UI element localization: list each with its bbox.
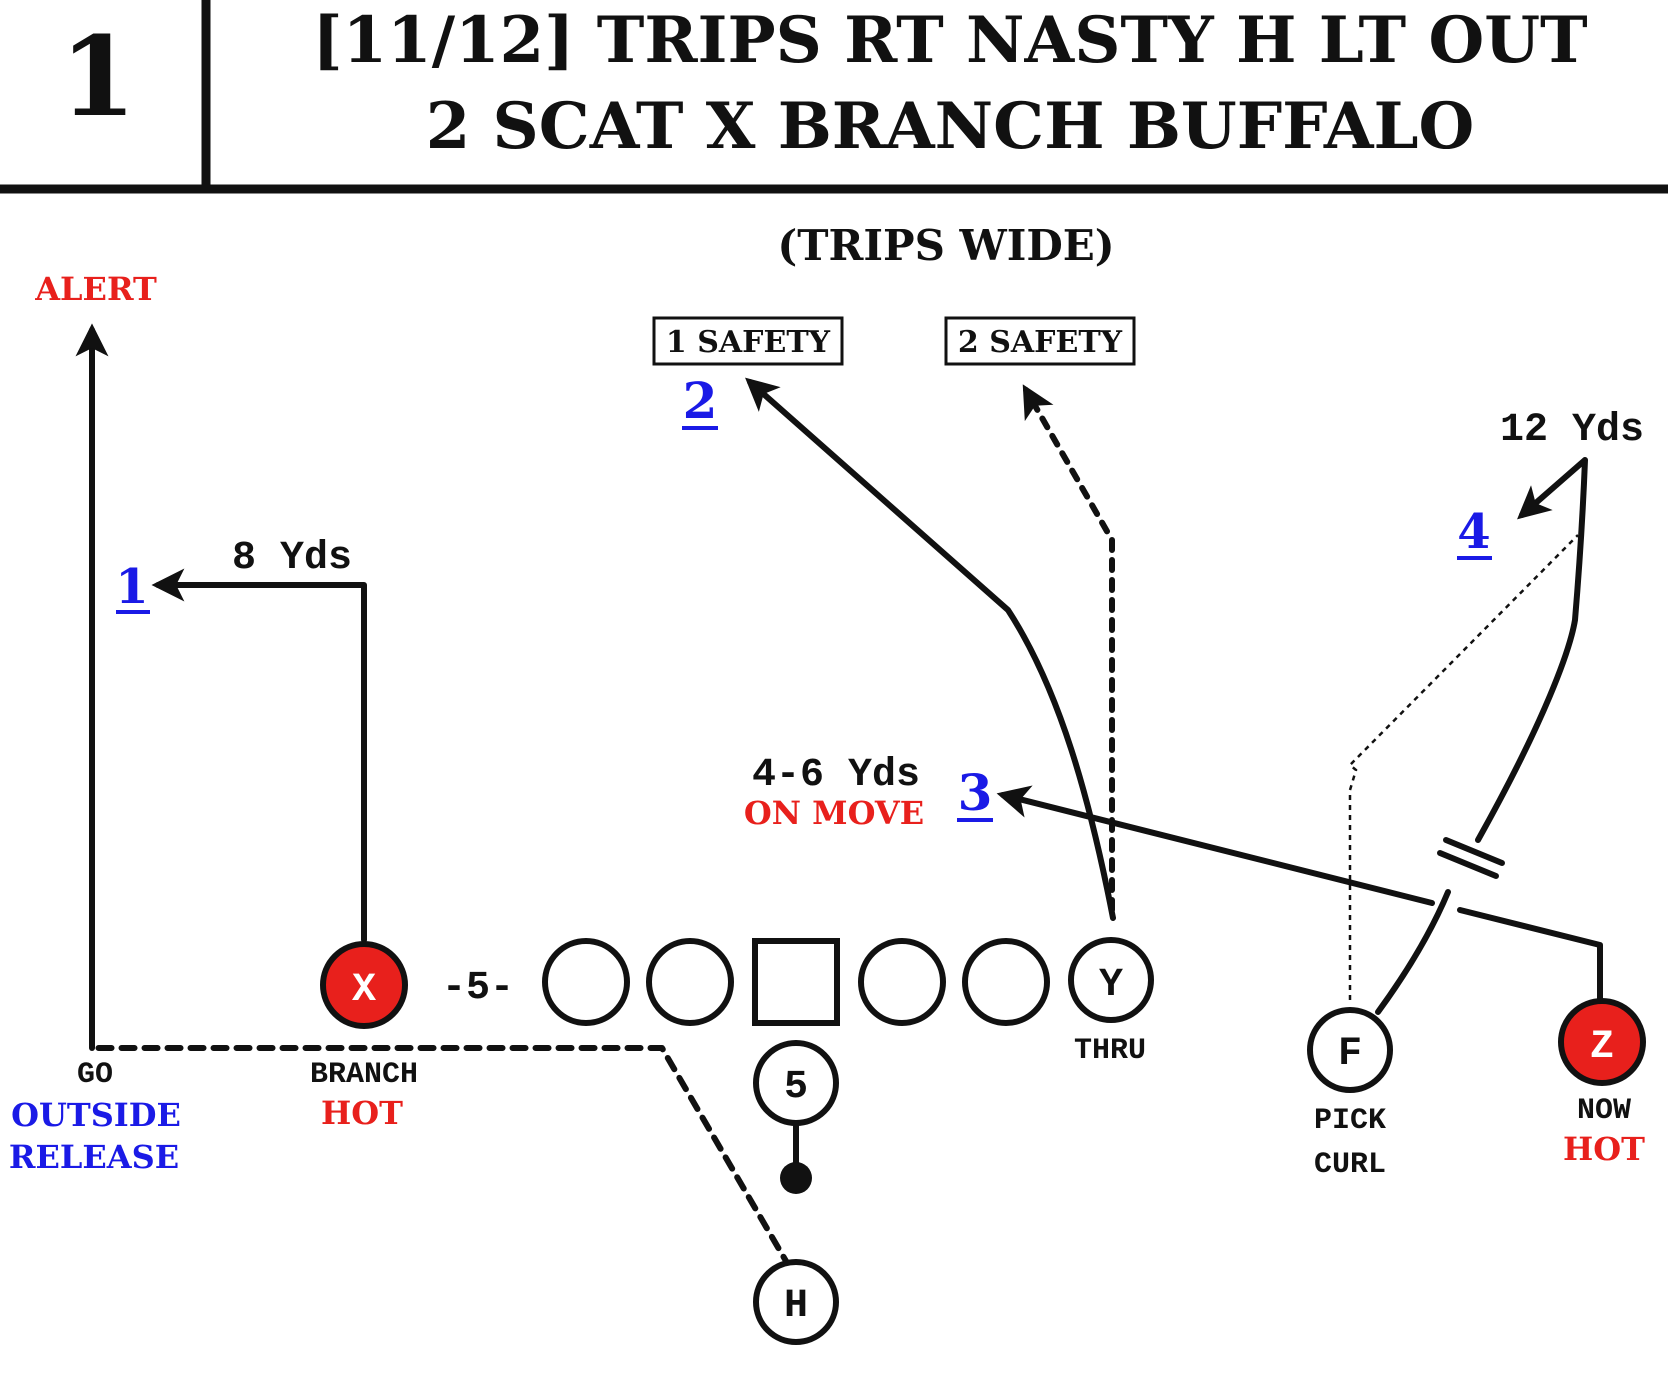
y-depth-label: 4-6 Yds	[752, 753, 920, 798]
progression-1-number: 1	[115, 559, 148, 615]
center	[752, 938, 840, 1026]
player-z-letter: Z	[1590, 1025, 1614, 1070]
play-title-line1: [11/12] TRIPS RT NASTY H LT OUT	[312, 3, 1587, 78]
x-route-label: BRANCH	[310, 1058, 418, 1092]
right-tackle	[962, 938, 1050, 1026]
player-qb: 5	[753, 1040, 839, 1194]
player-x: X	[320, 941, 408, 1029]
outside-release-line2: RELEASE	[9, 1138, 179, 1176]
left-tackle	[542, 938, 630, 1026]
f-route-label-line1: PICK	[1314, 1104, 1386, 1138]
f-route-label-line2: CURL	[1314, 1148, 1386, 1182]
coverage-box-1-safety: 1 SAFETY	[652, 316, 844, 366]
player-y: Y	[1068, 937, 1154, 1023]
z-now-route-short	[1457, 907, 1603, 1021]
outside-release-line1: OUTSIDE	[11, 1096, 181, 1134]
h-route-dashed	[89, 1045, 793, 1271]
progression-1: 1	[115, 559, 150, 615]
coverage-box-2-safety-label: 2 SAFETY	[958, 325, 1123, 360]
player-z: Z	[1558, 998, 1646, 1086]
player-qb-number: 5	[784, 1065, 808, 1110]
f-route-upper	[1475, 457, 1588, 843]
alert-label: ALERT	[34, 270, 157, 308]
header: 1 [11/12] TRIPS RT NASTY H LT OUT 2 SCAT…	[0, 0, 1668, 194]
play-number: 1	[60, 12, 137, 141]
progression-4: 4	[1457, 504, 1492, 560]
z-route-label: NOW	[1577, 1094, 1631, 1128]
progression-2-number: 2	[683, 371, 718, 430]
f-alt-route-dotted	[1348, 534, 1579, 1000]
coverage-box-2-safety: 2 SAFETY	[944, 316, 1136, 366]
z-now-route-long	[996, 785, 1435, 906]
player-x-letter: X	[352, 968, 376, 1013]
right-guard	[858, 938, 946, 1026]
x-depth-label: 8 Yds	[232, 536, 352, 581]
player-f: F	[1307, 1007, 1393, 1093]
player-h-letter: H	[784, 1284, 808, 1329]
crossing-mark-b	[1443, 837, 1505, 866]
go-label: GO	[77, 1058, 113, 1092]
split-label: -5-	[442, 966, 514, 1011]
on-move-label: ON MOVE	[744, 794, 924, 832]
y-thru-route	[745, 377, 1116, 921]
qb-drop-point	[780, 1162, 812, 1194]
progression-2: 2	[682, 371, 718, 430]
y-route-label: THRU	[1074, 1034, 1146, 1068]
progression-3: 3	[957, 763, 993, 822]
f-route-lower	[1375, 889, 1451, 1015]
progression-4-number: 4	[1457, 504, 1490, 560]
formation-label: (TRIPS WIDE)	[777, 221, 1114, 270]
player-f-letter: F	[1338, 1032, 1362, 1077]
play-title-line2: 2 SCAT X BRANCH BUFFALO	[426, 89, 1475, 164]
player-h: H	[753, 1259, 839, 1345]
player-y-letter: Y	[1099, 963, 1123, 1008]
progression-3-number: 3	[958, 763, 993, 822]
x-branch-route	[151, 568, 367, 943]
f-depth-label: 12 Yds	[1500, 408, 1644, 453]
x-hot-tag: HOT	[321, 1094, 403, 1132]
z-hot-tag: HOT	[1563, 1130, 1645, 1168]
y-alt-route-dashed	[1022, 384, 1115, 913]
coverage-box-1-safety-label: 1 SAFETY	[666, 325, 831, 360]
left-guard	[646, 938, 734, 1026]
crossing-mark-a	[1437, 850, 1499, 879]
